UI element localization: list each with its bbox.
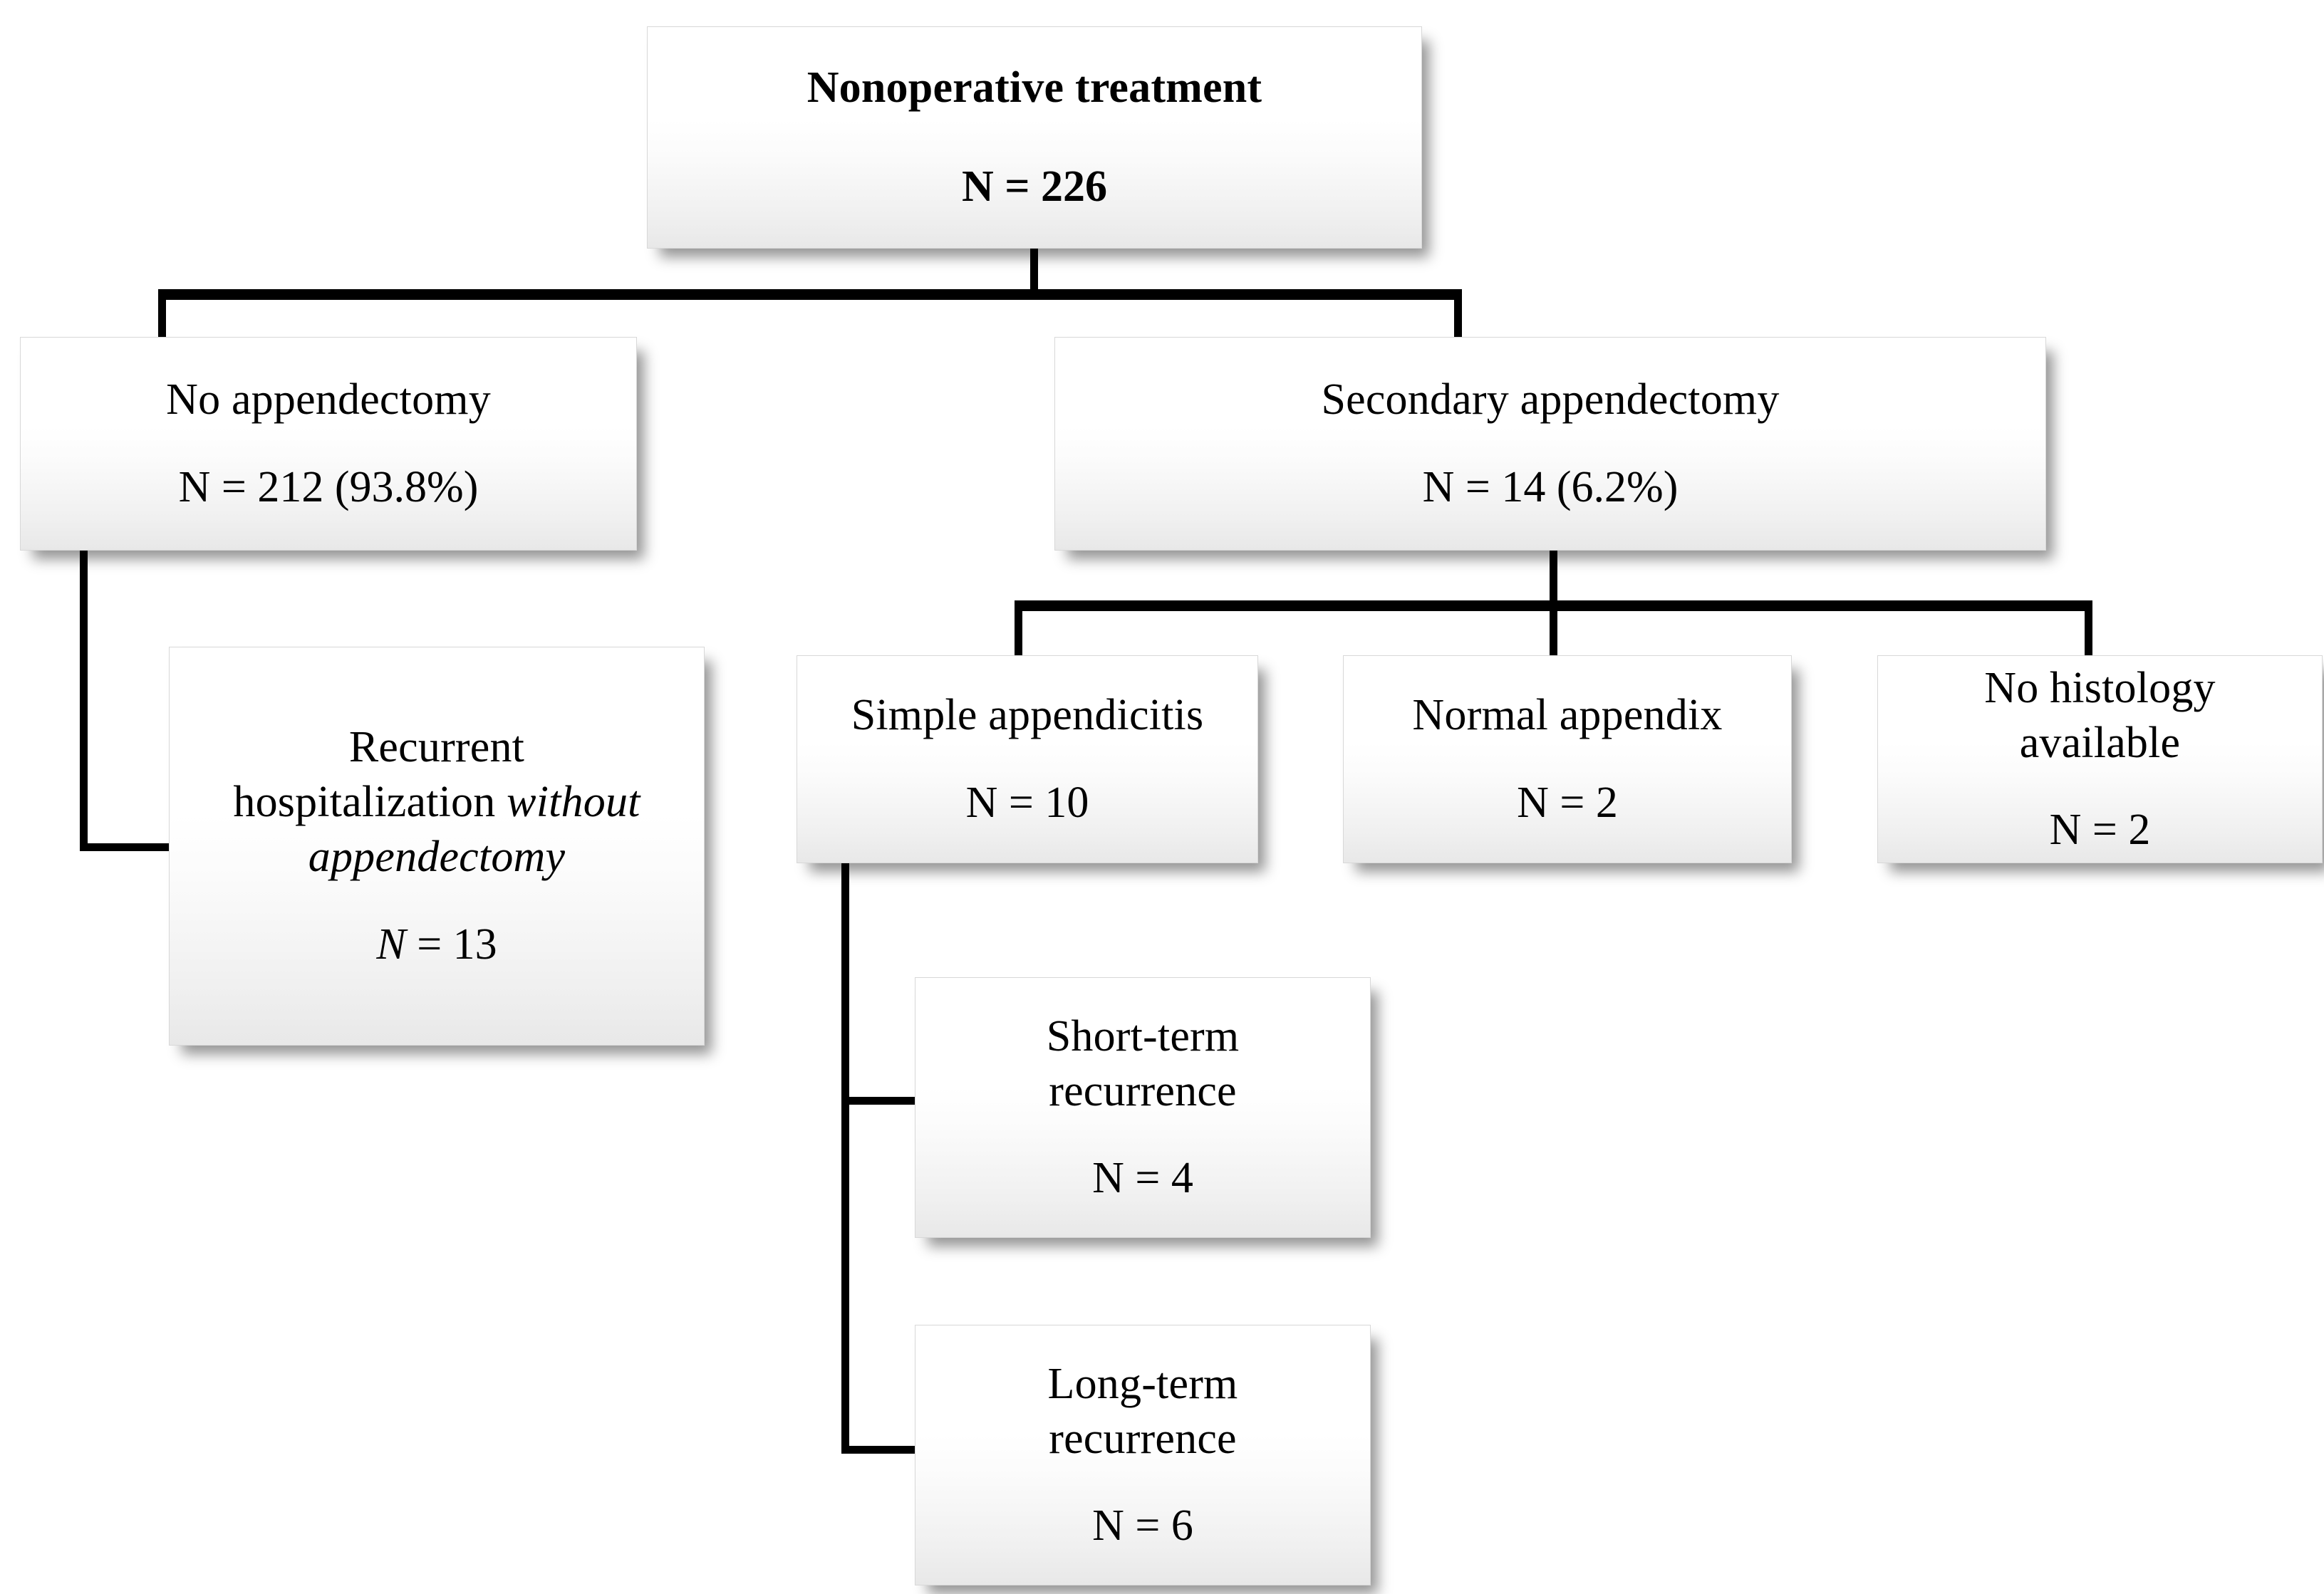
node-title-line-1: Recurrent xyxy=(348,723,525,772)
edge-root-to-secondary-appendectomy xyxy=(1454,289,1462,340)
edge-no-appendectomy-to-recurrent xyxy=(80,843,169,851)
node-short-term-recurrence[interactable]: Short-term recurrence N = 4 xyxy=(915,977,1371,1238)
edge-root-to-no-appendectomy xyxy=(158,289,166,340)
node-title-line-2: available xyxy=(2019,718,2181,767)
edge-secondary-stem xyxy=(1550,550,1557,605)
node-count: N = 13 xyxy=(170,917,704,972)
node-count: N = 212 (93.8%) xyxy=(178,463,479,511)
node-count: N = 226 xyxy=(961,162,1108,211)
node-count: N = 14 (6.2%) xyxy=(1422,463,1679,511)
node-normal-appendix[interactable]: Normal appendix N = 2 xyxy=(1343,655,1792,863)
node-count-rest: = 13 xyxy=(405,920,497,969)
node-title: Nonoperative treatment xyxy=(806,63,1262,113)
node-count: N = 10 xyxy=(965,778,1089,827)
node-title: Normal appendix xyxy=(1412,691,1723,740)
node-title-italic-appendectomy: appendectomy xyxy=(308,833,566,881)
node-secondary-appendectomy[interactable]: Secondary appendectomy N = 14 (6.2%) xyxy=(1054,337,2046,551)
edge-simple-to-short-term xyxy=(841,1097,927,1105)
node-title: Simple appendicitis xyxy=(851,691,1204,740)
node-title: Secondary appendectomy xyxy=(1321,375,1780,424)
edge-root-stem xyxy=(1030,248,1038,295)
node-title-line-2: recurrence xyxy=(1049,1066,1237,1115)
node-title-line-1: Long-term xyxy=(1047,1359,1238,1408)
node-title-line-1: Short-term xyxy=(1046,1011,1240,1061)
node-no-histology-available[interactable]: No histology available N = 2 xyxy=(1877,655,2323,863)
node-count: N = 4 xyxy=(1092,1154,1193,1203)
node-title-line-2: hospitalization without xyxy=(170,775,704,830)
node-title-line-3: appendectomy xyxy=(170,830,704,885)
node-title-italic-without: without xyxy=(507,778,640,827)
edge-simple-appendicitis-rail xyxy=(841,863,849,1454)
node-count: N = 2 xyxy=(1517,778,1618,827)
node-count: N = 2 xyxy=(2049,806,2151,855)
edge-secondary-to-normal-appendix xyxy=(1550,600,1557,661)
edge-simple-to-long-term xyxy=(841,1446,927,1454)
node-long-term-recurrence[interactable]: Long-term recurrence N = 6 xyxy=(915,1325,1371,1585)
edge-secondary-to-simple-appendicitis xyxy=(1015,600,1022,661)
node-no-appendectomy[interactable]: No appendectomy N = 212 (93.8%) xyxy=(20,337,637,551)
edge-secondary-to-no-histology xyxy=(2085,600,2092,661)
node-count-italic-n: N xyxy=(376,920,406,969)
edge-no-appendectomy-stem xyxy=(80,545,88,851)
node-title-plain: hospitalization xyxy=(233,778,507,827)
node-count: N = 6 xyxy=(1092,1501,1193,1551)
node-title-line-2: recurrence xyxy=(1049,1414,1237,1463)
node-title: No appendectomy xyxy=(166,375,491,424)
node-recurrent-hospitalization[interactable]: Recurrent hospitalization without append… xyxy=(169,647,705,1046)
node-nonoperative-treatment[interactable]: Nonoperative treatment N = 226 xyxy=(647,26,1422,249)
node-simple-appendicitis[interactable]: Simple appendicitis N = 10 xyxy=(797,655,1258,863)
node-title-line-1: No histology xyxy=(1984,663,2216,712)
edge-root-bar xyxy=(158,289,1462,300)
